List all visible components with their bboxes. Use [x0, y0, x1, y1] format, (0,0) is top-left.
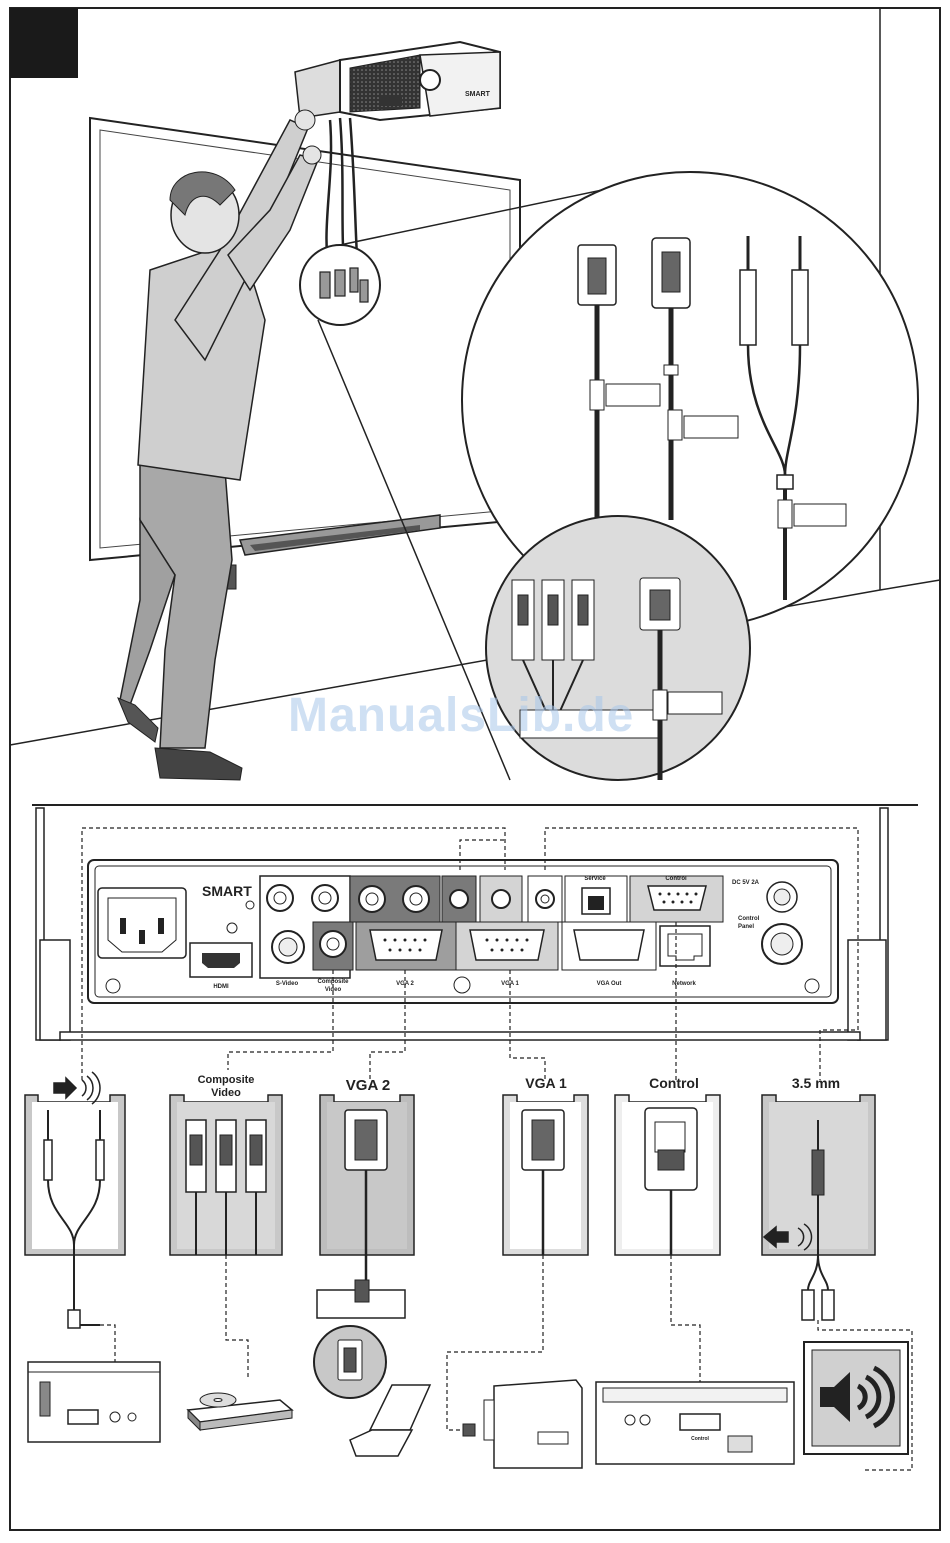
connection-panel: SMART HDMI S-Video Composite Video [88, 860, 838, 1003]
svg-text:3.5 mm: 3.5 mm [792, 1075, 840, 1091]
control-serial-port [648, 886, 706, 910]
vga1-port [470, 930, 544, 960]
watermark: ManualsLib.de [288, 688, 634, 743]
svg-text:SMART: SMART [465, 91, 491, 98]
control-device: Control [596, 1382, 794, 1464]
svg-text:Panel: Panel [738, 924, 754, 930]
cable-panels [25, 1095, 875, 1255]
svg-text:S-Video: S-Video [276, 981, 299, 987]
dvd-player [188, 1393, 292, 1430]
vga2-device [314, 1280, 430, 1456]
svg-text:VGA 2: VGA 2 [346, 1077, 390, 1094]
svg-text:VGA Out: VGA Out [597, 981, 622, 987]
svg-text:HDMI: HDMI [213, 984, 229, 990]
audio-in-icon [54, 1072, 100, 1104]
svg-text:DC 5V 2A: DC 5V 2A [732, 880, 760, 886]
svg-text:VGA 1: VGA 1 [525, 1075, 567, 1091]
vga-out-port [574, 930, 644, 960]
top-illustration: SMART [10, 8, 940, 780]
smart-logo: SMART [202, 883, 252, 899]
svg-text:Control: Control [691, 1436, 709, 1442]
vga2-port [370, 930, 442, 960]
svg-text:Control: Control [738, 916, 760, 922]
speaker-icon [816, 1362, 896, 1432]
svg-text:Control: Control [649, 1075, 699, 1091]
projector: SMART [295, 42, 500, 120]
step-number-box [10, 8, 78, 78]
svg-text:Service: Service [584, 876, 606, 882]
svg-text:Composite: Composite [198, 1074, 255, 1086]
vga1-device [463, 1380, 582, 1468]
computer-device-left [28, 1362, 160, 1442]
svg-text:Control: Control [665, 876, 687, 882]
svg-text:Video: Video [211, 1087, 241, 1099]
